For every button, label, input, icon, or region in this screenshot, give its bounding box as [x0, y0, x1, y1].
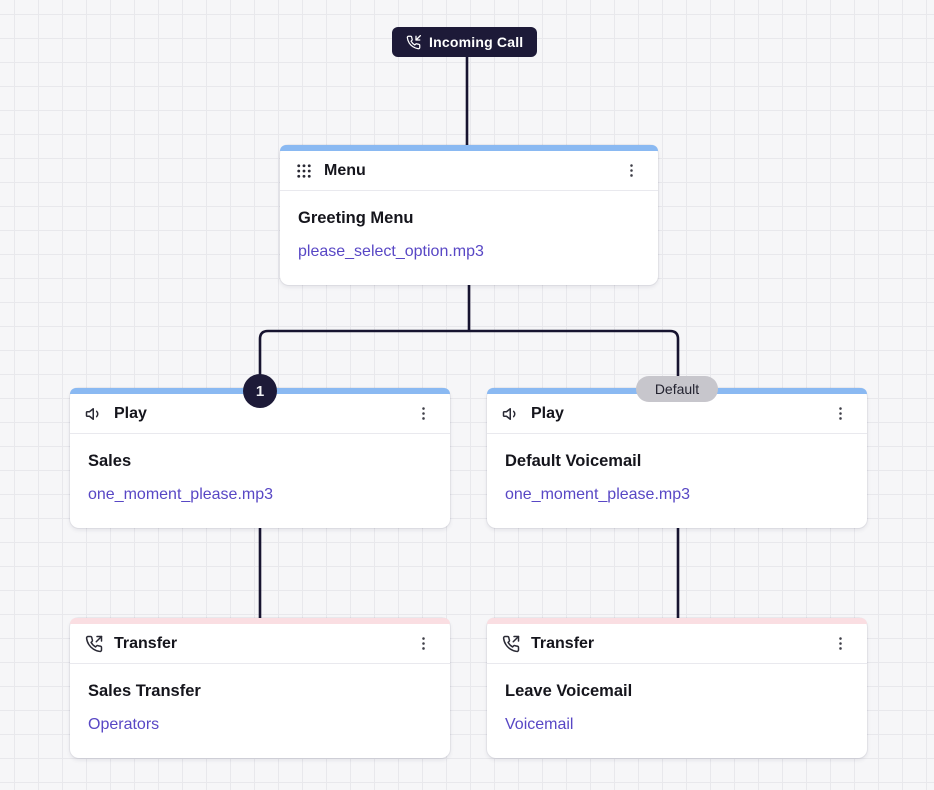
node-play-sales[interactable]: Play Sales one_moment_please.mp3 — [70, 388, 450, 528]
node-play-default[interactable]: Play Default Voicemail one_moment_please… — [487, 388, 867, 528]
transfer-sales-node-name: Sales Transfer — [88, 682, 201, 700]
speaker-icon — [85, 405, 103, 423]
menu-node-name: Greeting Menu — [298, 209, 414, 227]
play-sales-type-label: Play — [114, 404, 147, 422]
menu-accent-bar — [280, 145, 658, 151]
edge-badge-default: Default — [636, 376, 718, 402]
play-sales-kebab-button[interactable] — [411, 402, 435, 426]
kebab-menu-icon — [421, 407, 425, 420]
transfer-voicemail-kebab-button[interactable] — [828, 632, 852, 656]
phone-transfer-icon — [502, 635, 520, 653]
transfer-sales-type-label: Transfer — [114, 634, 178, 652]
transfer-sales-kebab-button[interactable] — [411, 632, 435, 656]
speaker-icon — [502, 405, 520, 423]
transfer-voicemail-node-name: Leave Voicemail — [505, 682, 633, 700]
node-menu[interactable]: Menu Greeting Menu please_select_option.… — [280, 145, 658, 285]
edge-badge-option-1: 1 — [243, 374, 277, 408]
play-sales-node-name: Sales — [88, 452, 132, 470]
kebab-menu-icon — [838, 407, 842, 420]
node-incoming-call[interactable]: Incoming Call — [392, 27, 538, 57]
kebab-menu-icon — [421, 637, 425, 650]
transfer-sales-accent-bar — [70, 618, 450, 624]
kebab-menu-icon — [838, 637, 842, 650]
node-transfer-voicemail[interactable]: Transfer Leave Voicemail Voicemail — [487, 618, 867, 758]
edge-menu-branches — [258, 329, 680, 391]
menu-type-label: Menu — [324, 161, 366, 179]
node-transfer-sales[interactable]: Transfer Sales Transfer Operators — [70, 618, 450, 758]
transfer-sales-target-link[interactable]: Operators — [88, 716, 160, 733]
transfer-voicemail-target-link[interactable]: Voicemail — [505, 716, 574, 733]
dialpad-icon — [295, 162, 313, 180]
phone-transfer-icon — [85, 635, 103, 653]
play-default-kebab-button[interactable] — [828, 402, 852, 426]
phone-incoming-icon — [406, 34, 421, 49]
menu-audio-link[interactable]: please_select_option.mp3 — [298, 243, 484, 260]
transfer-voicemail-accent-bar — [487, 618, 867, 624]
play-default-node-name: Default Voicemail — [505, 452, 642, 470]
incoming-call-label: Incoming Call — [429, 34, 524, 50]
transfer-voicemail-type-label: Transfer — [531, 634, 595, 652]
menu-kebab-button[interactable] — [619, 159, 643, 183]
kebab-menu-icon — [629, 164, 633, 177]
play-default-audio-link[interactable]: one_moment_please.mp3 — [505, 486, 691, 503]
play-sales-audio-link[interactable]: one_moment_please.mp3 — [88, 486, 274, 503]
play-default-type-label: Play — [531, 404, 564, 422]
